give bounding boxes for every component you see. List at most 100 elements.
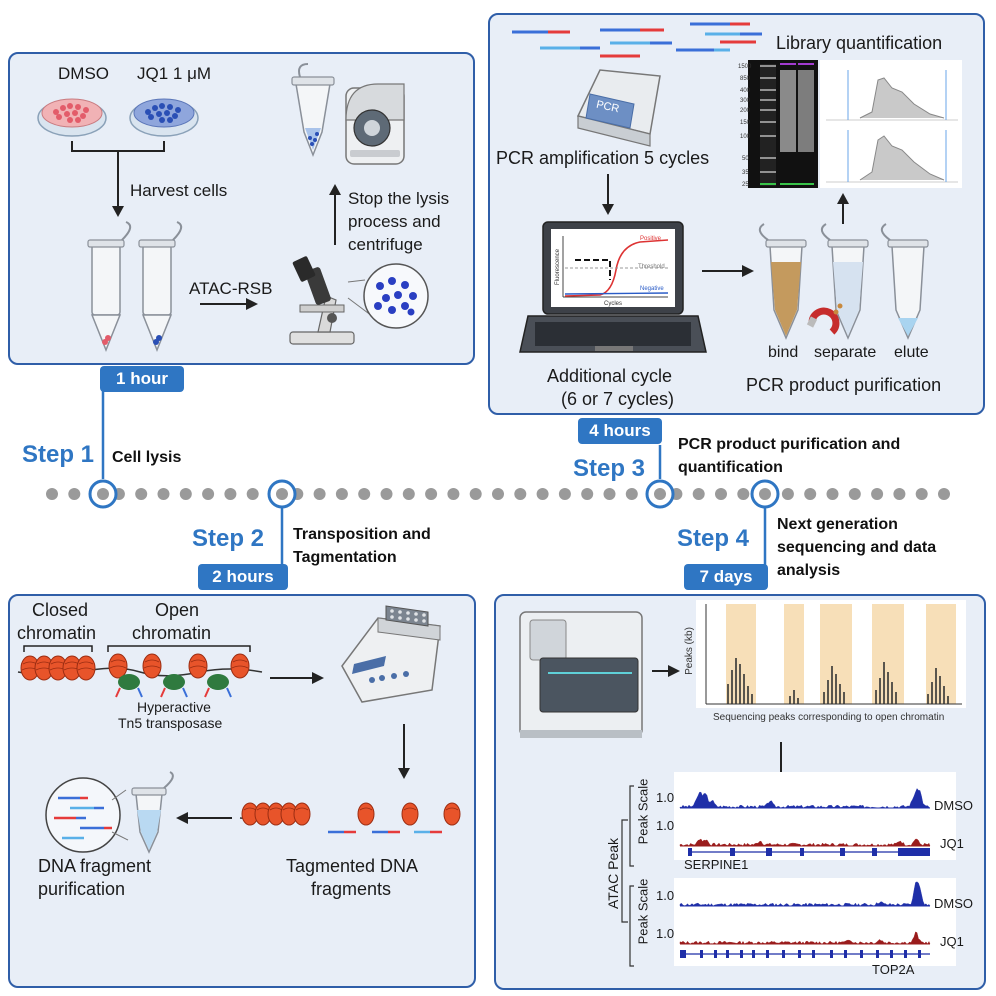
purified-fragments-icon <box>45 777 121 853</box>
tn5-label-2: Tn5 transposase <box>118 715 223 731</box>
stop-label-2: process and <box>348 212 441 231</box>
peaks-caption: Sequencing peaks corresponding to open c… <box>713 712 945 723</box>
scale-serpine-dmso: 1.0 <box>656 790 675 805</box>
tube-jq1-icon <box>138 221 183 353</box>
sequencer-icon <box>519 611 643 738</box>
ladder-850: 850 <box>740 76 751 82</box>
bind-label: bind <box>768 344 799 361</box>
gene-model-top2a <box>680 950 930 958</box>
ladder-150: 150 <box>740 120 751 126</box>
track-serpine-dmso <box>679 788 931 809</box>
timeline-dot <box>692 488 705 500</box>
elute-label: elute <box>894 344 929 361</box>
timeline-dot <box>938 488 950 500</box>
atac-rsb-label: ATAC-RSB <box>189 279 273 298</box>
gene-label-serpine1: SERPINE1 <box>684 857 749 872</box>
timeline-dot <box>826 488 839 500</box>
timeline-dots <box>46 488 950 500</box>
purif-label-1: DNA fragment <box>38 856 152 876</box>
exon <box>918 950 921 958</box>
scale-top2a-jq1: 1.0 <box>656 926 675 941</box>
gel-image-icon <box>748 60 818 188</box>
step4-desc-2: sequencing and data <box>777 539 937 556</box>
additional-label-1: Additional cycle <box>547 366 673 386</box>
step3-label: Step 3 <box>573 455 646 482</box>
exon <box>798 950 801 958</box>
timeline-dot <box>135 488 148 500</box>
timeline-dot <box>804 488 817 500</box>
step3-desc-1: PCR product purification and <box>678 436 901 453</box>
jq1-track-label-2: JQ1 <box>940 934 964 949</box>
exon <box>840 848 845 856</box>
scale-top2a-dmso: 1.0 <box>656 888 675 903</box>
tag-label-2: fragments <box>311 879 392 899</box>
gene-model-serpine1 <box>688 848 930 856</box>
exon <box>714 950 717 958</box>
timeline-dot <box>335 488 348 500</box>
tn5-label-1: Hyperactive <box>137 699 211 715</box>
coverage-track <box>679 838 931 847</box>
dmso-label: DMSO <box>58 64 109 83</box>
exon <box>876 950 879 958</box>
timeline-dot <box>224 488 237 500</box>
ladder-200: 200 <box>740 108 751 114</box>
timeline-dot <box>715 488 727 500</box>
step4-desc-1: Next generation <box>777 516 898 533</box>
track-top2a-dmso <box>679 881 931 907</box>
timeline-dot <box>402 488 415 500</box>
timeline-dot <box>380 488 393 500</box>
step4-desc-3: analysis <box>777 562 841 579</box>
timeline-dot <box>246 488 259 500</box>
exon <box>898 848 930 856</box>
open-chromatin-band <box>926 604 956 704</box>
dmso-dish-icon <box>37 98 107 137</box>
purification-label: PCR product purification <box>746 375 942 395</box>
tube-dmso-icon <box>87 221 132 353</box>
timeline-dot <box>514 488 527 500</box>
step3-desc-2: quantification <box>678 459 783 476</box>
step1-duration-badge: 1 hour <box>100 366 184 392</box>
separate-label: separate <box>814 344 877 361</box>
lib-quant-label: Library quantification <box>776 33 943 53</box>
peaks-ylabel: Peaks (kb) <box>683 627 695 675</box>
pcr-machine-icon <box>576 69 661 147</box>
timeline-dot <box>68 488 81 500</box>
timeline-dot <box>492 488 504 500</box>
open-chromatin-band <box>726 604 756 704</box>
step4-duration-badge: 7 days <box>684 564 768 590</box>
peak-scale-label-2: Peak Scale <box>635 878 651 945</box>
exon <box>782 950 785 958</box>
ladder-50: 50 <box>742 156 749 162</box>
step1-desc: Cell lysis <box>112 449 182 466</box>
jq1-dish-icon <box>129 98 199 137</box>
timeline-dot <box>581 488 594 500</box>
exon <box>904 950 907 958</box>
tn5-transposase-icons <box>115 674 232 698</box>
jq1-label: JQ1 1 μM <box>137 64 212 83</box>
stop-label-1: Stop the lysis <box>348 189 450 208</box>
thermomixer-icon <box>341 605 441 703</box>
centrifuge-icon <box>345 83 405 165</box>
exon <box>766 848 772 856</box>
timeline-dot <box>915 488 928 500</box>
gene-label-top2a: TOP2A <box>872 962 915 977</box>
bind-tube-icon <box>758 223 807 340</box>
exon <box>872 848 877 856</box>
scale-serpine-jq1: 1.0 <box>656 818 675 833</box>
qpcr-negative: Negative <box>640 286 664 292</box>
gel-marks: 1500 850 400 300 200 150 100 50 35 25 <box>738 60 760 188</box>
purification-tube-icon <box>131 771 174 854</box>
coverage-track <box>679 931 931 945</box>
stop-label-3: centrifuge <box>348 235 423 254</box>
lysis-tube-icon <box>291 63 335 158</box>
purif-label-2: purification <box>38 879 126 899</box>
dmso-track-label-2: DMSO <box>934 896 973 911</box>
timeline-dot <box>625 488 638 500</box>
exon <box>860 950 863 958</box>
step2-desc-2: Tagmentation <box>293 549 397 566</box>
microscope-icon <box>289 256 355 345</box>
exon <box>812 950 815 958</box>
ladder-400: 400 <box>740 88 751 94</box>
pcr-amp-label: PCR amplification 5 cycles <box>496 148 710 168</box>
